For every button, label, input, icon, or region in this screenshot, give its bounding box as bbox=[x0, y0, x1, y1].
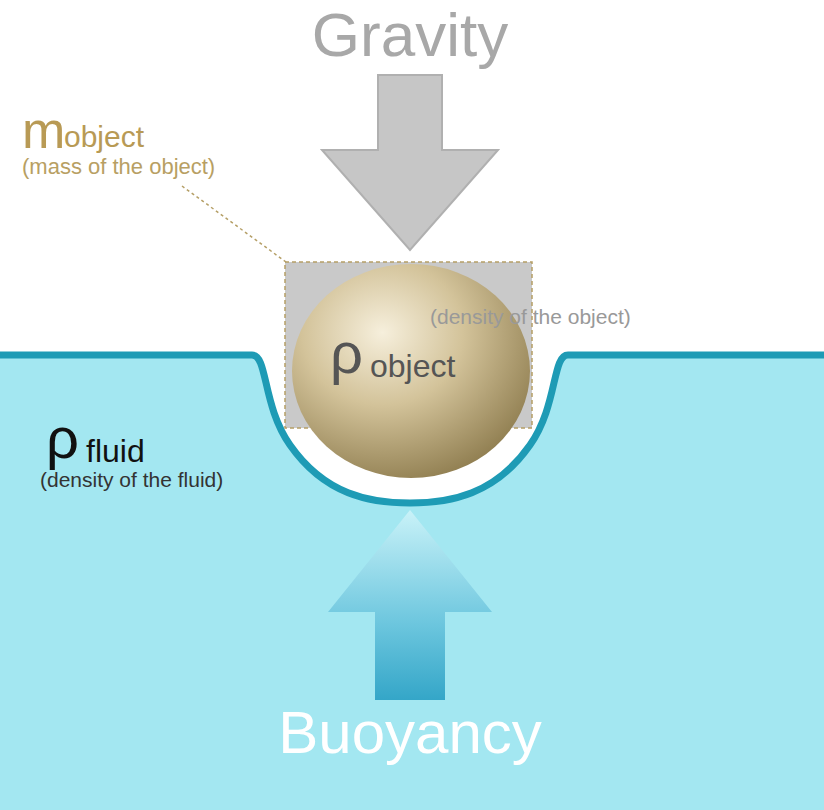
ball-body bbox=[292, 264, 530, 478]
leader-line bbox=[182, 186, 286, 262]
subscript: fluid bbox=[86, 435, 145, 467]
subscript: object bbox=[64, 122, 144, 152]
object-ball: ρobject bbox=[290, 262, 532, 480]
buoyancy-arrow bbox=[328, 510, 492, 700]
force-label: Buoyancy bbox=[210, 703, 610, 763]
mass-symbol: m bbox=[22, 104, 65, 156]
water-body bbox=[0, 355, 824, 810]
description: (density of the object) bbox=[430, 306, 631, 327]
density-symbol: ρ bbox=[330, 324, 363, 382]
description: (mass of the object) bbox=[22, 156, 215, 178]
subscript: object bbox=[370, 350, 455, 382]
description: (density of the fluid) bbox=[40, 469, 223, 490]
density-symbol: ρ bbox=[46, 409, 79, 467]
mass-box bbox=[285, 262, 532, 428]
force-label: Gravity bbox=[210, 4, 610, 66]
gravity-arrow bbox=[322, 75, 498, 250]
water-surface bbox=[0, 355, 824, 503]
